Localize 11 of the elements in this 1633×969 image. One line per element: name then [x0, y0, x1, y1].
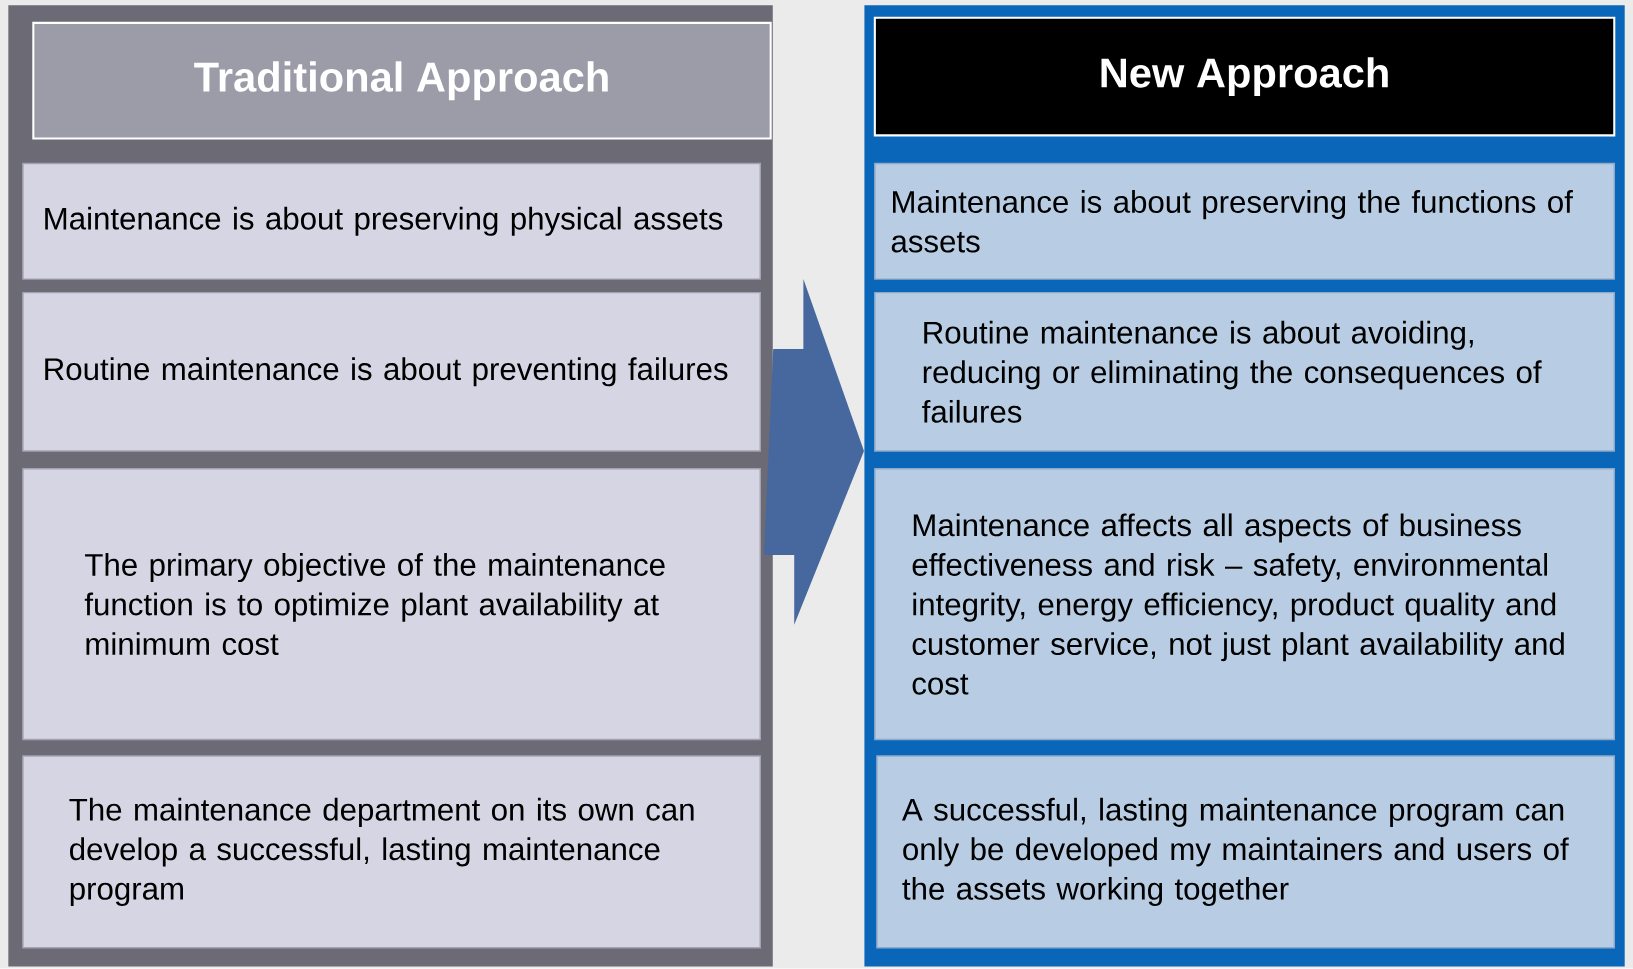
- text-box: Routine maintenance is about preventing failures: [22, 292, 761, 452]
- text-box: Maintenance is about preserving the functions of assets: [874, 163, 1615, 281]
- header-box: Traditional Approach: [32, 22, 772, 140]
- header-box: New Approach: [873, 16, 1616, 137]
- text-box: The primary objective of the maintenance function is to optimize plant availability at minimum cost: [22, 468, 761, 741]
- text-box: Maintenance is about preserving physical assets: [22, 163, 761, 281]
- text-box: Maintenance affects all aspects of business effectiveness and risk – safety, environmental integrity, energy efficiency, product quality and customer service, not just plant availability and cost: [874, 468, 1615, 741]
- text-box: The maintenance department on its own can develop a successful, lasting maintenance program: [22, 755, 761, 949]
- text-box: A successful, lasting maintenance program can only be developed my maintainers and users of the assets working together: [876, 755, 1615, 949]
- block-arrow: [764, 279, 864, 626]
- text-box: Routine maintenance is about avoiding, reducing or eliminating the consequences of failures: [874, 292, 1615, 452]
